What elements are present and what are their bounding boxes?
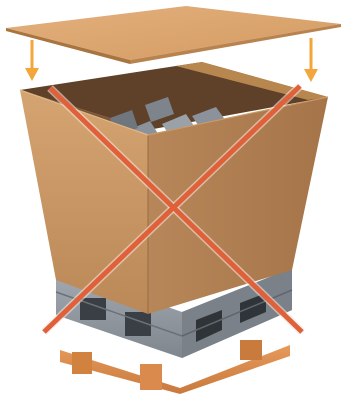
down-arrow-icon [25, 40, 39, 81]
down-arrow-icon [304, 38, 318, 82]
lid [6, 6, 341, 64]
